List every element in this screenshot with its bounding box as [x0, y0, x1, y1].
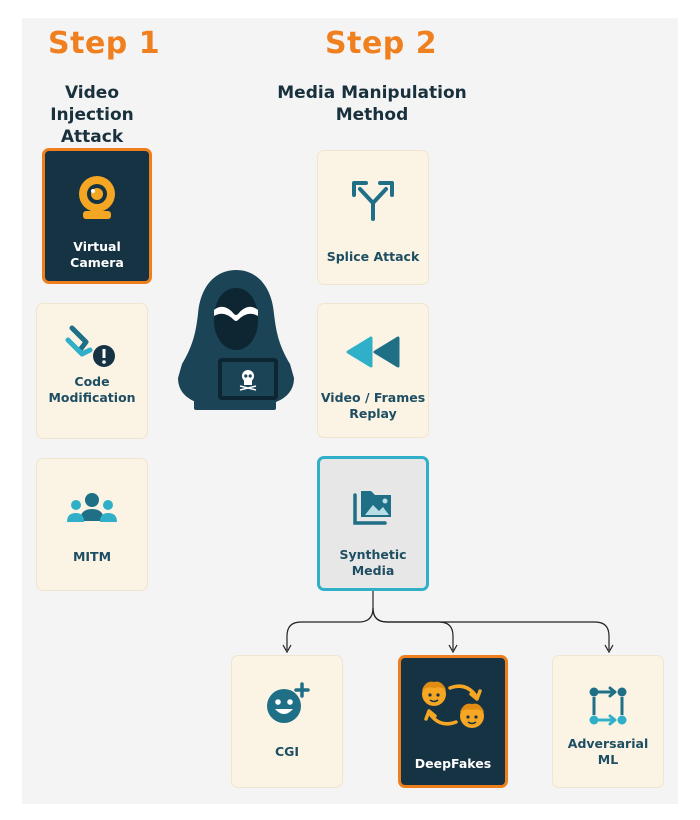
cgi-label: CGI	[274, 744, 300, 759]
diagram-canvas: Step 1 Video Injection Attack Method Ste…	[22, 18, 678, 804]
adversarial-ml-label: Adversarial ML	[567, 736, 649, 767]
webcam-icon	[79, 176, 115, 219]
flow-nodes-icon	[589, 686, 627, 726]
code-modification-label: Code Modification	[48, 374, 136, 405]
deepfakes-label: DeepFakes	[414, 756, 492, 771]
smiley-plus-icon	[267, 682, 310, 723]
step2-heading: Media Manipulation Method	[277, 83, 467, 125]
hacker-icon	[178, 270, 294, 410]
connector-lines	[282, 591, 614, 654]
virtual-camera-card: Virtual Camera	[42, 148, 152, 284]
cgi-card: CGI	[231, 655, 343, 788]
splice-attack-card: Splice Attack	[317, 150, 429, 285]
people-group-icon	[67, 493, 117, 522]
synthetic-media-card: Synthetic Media	[317, 456, 429, 591]
mitm-card: MITM	[36, 458, 148, 591]
mitm-label: MITM	[72, 549, 112, 564]
video-frames-replay-card: Video / Frames Replay	[317, 303, 429, 438]
rewind-icon	[346, 336, 400, 368]
video-frames-replay-label: Video / Frames Replay	[320, 390, 426, 421]
splice-attack-label: Splice Attack	[326, 249, 420, 264]
face-swap-icon	[422, 681, 484, 728]
photo-folder-icon	[353, 491, 391, 525]
step1-title: Step 1	[48, 26, 161, 61]
code-warning-icon	[65, 325, 115, 367]
deepfakes-card: DeepFakes	[398, 655, 508, 788]
split-arrows-icon	[352, 181, 394, 221]
virtual-camera-label: Virtual Camera	[70, 239, 124, 270]
step2-title: Step 2	[325, 26, 438, 61]
synthetic-media-label: Synthetic Media	[339, 547, 407, 578]
code-modification-card: Code Modification	[36, 303, 148, 439]
adversarial-ml-card: Adversarial ML	[552, 655, 664, 788]
